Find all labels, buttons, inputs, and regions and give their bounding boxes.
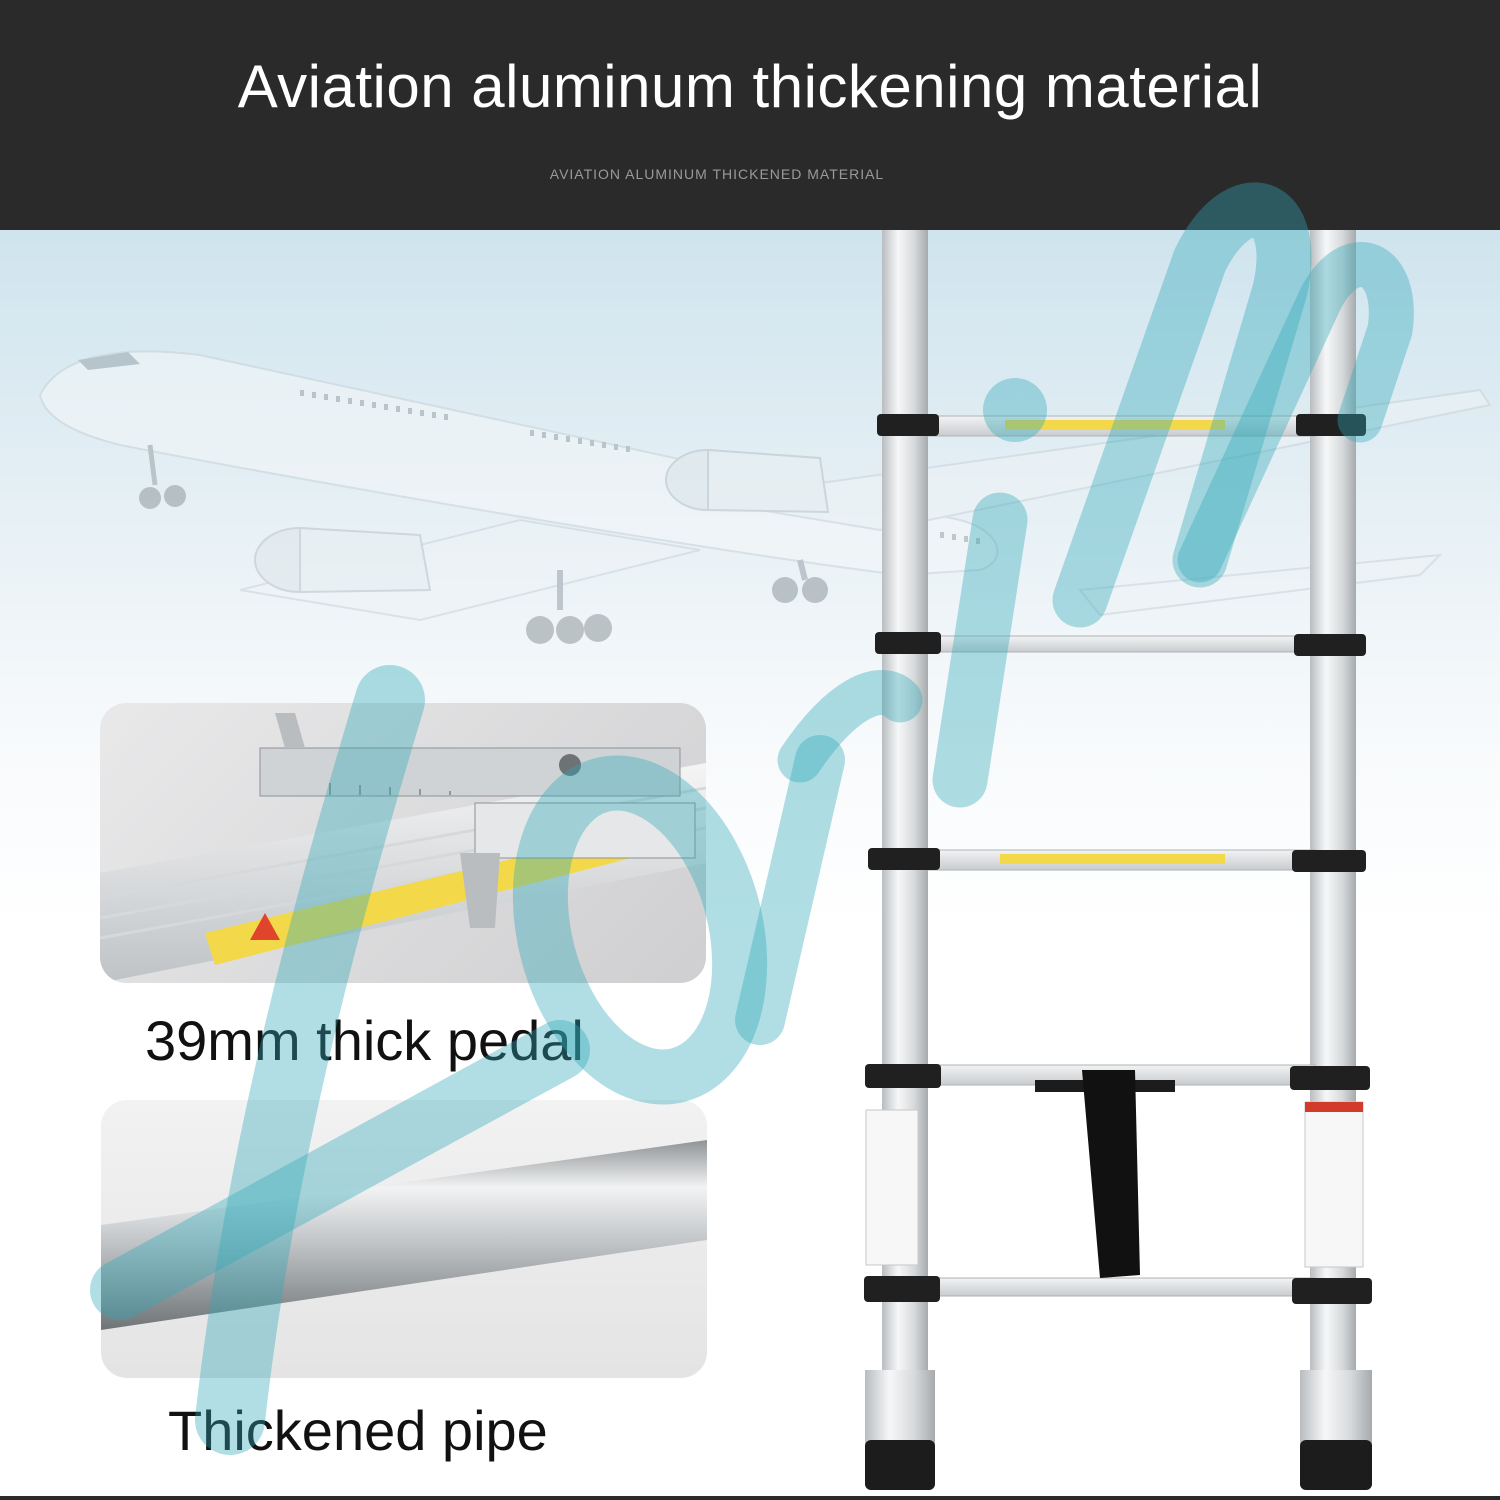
page-subtitle: AVIATION ALUMINUM THICKENED MATERIAL bbox=[549, 166, 885, 182]
header-banner: Aviation aluminum thickening material AV… bbox=[0, 0, 1500, 230]
caliper-image bbox=[100, 713, 706, 983]
bottom-border bbox=[0, 1496, 1500, 1500]
page-title: Aviation aluminum thickening material bbox=[237, 53, 1263, 120]
pipe-image bbox=[101, 1140, 707, 1330]
pedal-caption: 39mm thick pedal bbox=[145, 1009, 584, 1072]
product-scene: 39mm thick pedal Thickened pipe bbox=[0, 230, 1500, 1500]
pipe-photo-panel bbox=[101, 1100, 707, 1378]
pedal-photo-panel bbox=[100, 703, 706, 983]
pipe-caption: Thickened pipe bbox=[168, 1399, 548, 1462]
ladder-image bbox=[864, 230, 1372, 1490]
